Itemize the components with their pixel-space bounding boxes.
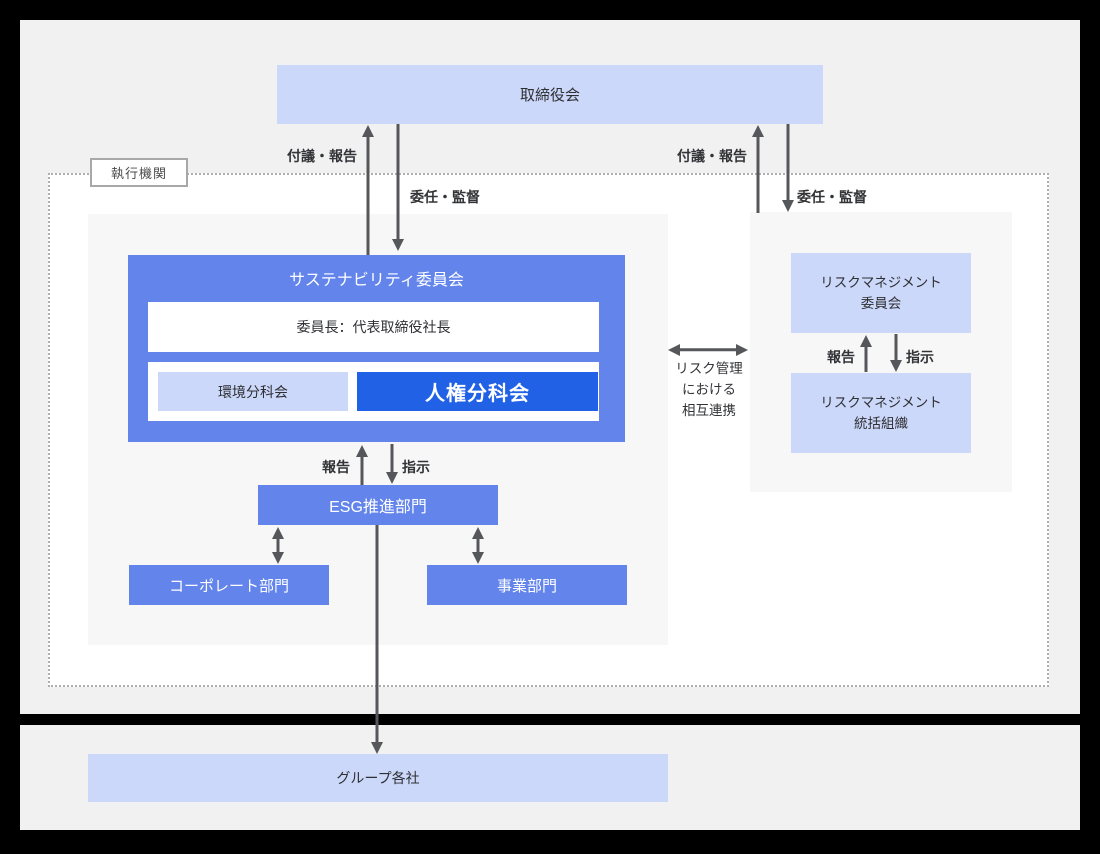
label-board-left-up: 付議・報告 (287, 148, 357, 164)
arrow-mutual-cooperation-horizontal (668, 343, 748, 356)
arrow-board-left-down (392, 124, 404, 251)
label-board-right-down: 委任・監督 (797, 189, 867, 205)
risk-org-line1: リスクマネジメント (820, 395, 942, 410)
board-label: 取締役会 (519, 87, 580, 104)
risk-committee-line1: リスクマネジメント (820, 275, 942, 290)
arrow-esg-instruct-down (386, 444, 398, 484)
label-mutual-line3: 相互連携 (682, 403, 736, 418)
executive-section-label-text: 執行機関 (110, 166, 167, 181)
arrow-esg-report-up (356, 445, 368, 485)
board-box: 取締役会 (277, 65, 823, 124)
arrow-board-left-up (362, 125, 374, 255)
risk-org-line2: 統括組織 (854, 416, 908, 431)
arrow-board-right-down (782, 124, 794, 212)
risk-committee-line2: 委員会 (860, 296, 902, 311)
arrow-business-bidirectional (472, 527, 484, 564)
environment-subcommittee-box: 環境分科会 (158, 372, 348, 411)
label-esg-report: 報告 (322, 459, 350, 475)
business-department-label: 事業部門 (496, 577, 557, 595)
label-risk-report: 報告 (827, 349, 855, 365)
human-rights-subcommittee-label: 人権分科会 (425, 383, 530, 405)
environment-subcommittee-label: 環境分科会 (218, 383, 288, 400)
label-risk-instruct: 指示 (906, 349, 934, 365)
arrow-corporate-bidirectional (272, 527, 284, 564)
arrow-risk-instruct-down (890, 334, 902, 372)
label-mutual-line2: における (682, 382, 736, 397)
esg-department-box: ESG推進部門 (258, 485, 498, 525)
chairperson-box: 委員長：代表取締役社長 (148, 302, 599, 352)
human-rights-subcommittee-box: 人権分科会 (357, 372, 598, 411)
group-companies-label: グループ各社 (336, 770, 420, 786)
label-mutual-line1: リスク管理 (675, 361, 743, 376)
arrow-board-right-up (752, 125, 764, 213)
arrow-risk-report-up (860, 335, 872, 372)
sustainability-committee-title: サステナビリティ委員会 (128, 255, 625, 301)
label-board-left-down: 委任・監督 (410, 189, 480, 205)
group-companies-box: グループ各社 (88, 754, 668, 802)
corporate-department-box: コーポレート部門 (129, 565, 329, 605)
label-esg-instruct: 指示 (402, 459, 430, 475)
chairperson-label: 委員長：代表取締役社長 (296, 319, 451, 335)
corporate-department-label: コーポレート部門 (168, 577, 289, 595)
business-department-box: 事業部門 (427, 565, 627, 605)
executive-section-label: 執行機関 (90, 158, 188, 187)
label-mutual-cooperation: リスク管理 における 相互連携 (662, 358, 756, 421)
label-board-right-up: 付議・報告 (677, 148, 747, 164)
sustainability-committee-title-text: サステナビリティ委員会 (289, 272, 464, 289)
arrow-group-companies-down (371, 525, 383, 754)
risk-management-org-box: リスクマネジメント 統括組織 (791, 373, 971, 453)
esg-department-label: ESG推進部門 (329, 499, 427, 516)
risk-management-committee-box: リスクマネジメント 委員会 (791, 253, 971, 333)
